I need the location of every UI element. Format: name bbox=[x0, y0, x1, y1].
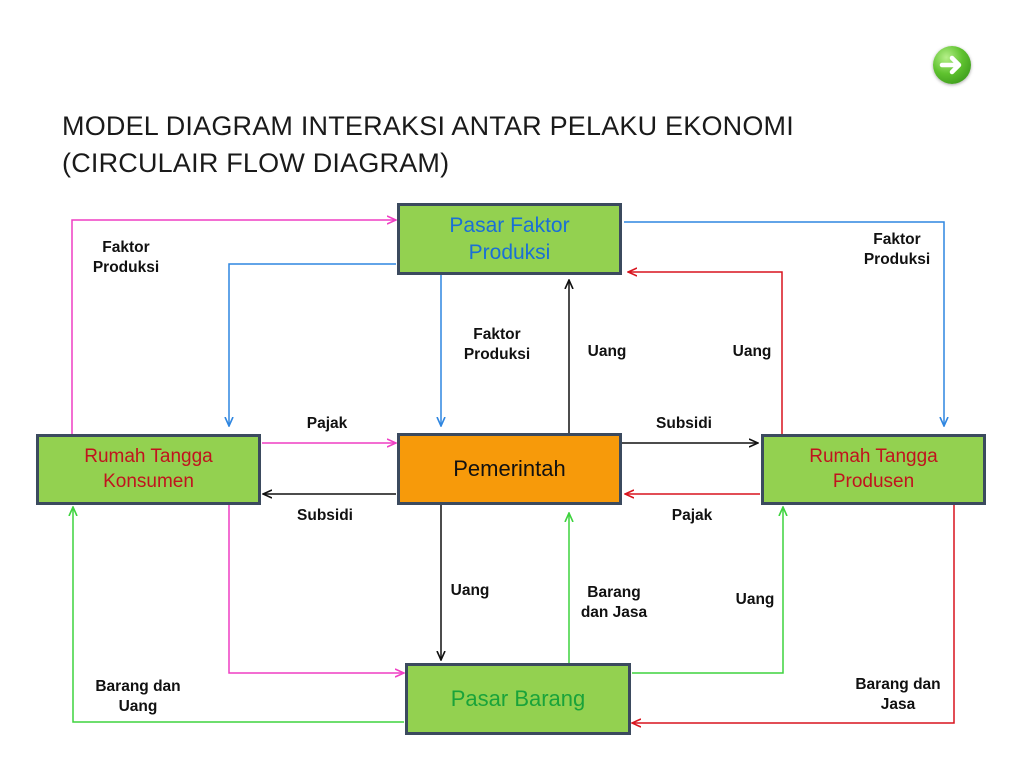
node-pasar-barang-label: Pasar Barang bbox=[450, 685, 586, 711]
label-pajak-right: Pajak bbox=[671, 507, 713, 524]
label-faktor-produksi-right: Faktor Produksi bbox=[863, 231, 931, 269]
arrow-pasar-barang-to-produsen bbox=[632, 507, 783, 674]
next-slide-button[interactable] bbox=[933, 46, 971, 84]
label-uang-center-top: Uang bbox=[587, 343, 627, 360]
page-title: MODEL DIAGRAM INTERAKSI ANTAR PELAKU EKO… bbox=[62, 108, 794, 182]
arrow-produsen-to-pasar-barang bbox=[632, 505, 955, 723]
node-rumah-tangga-konsumen: Rumah Tangga Konsumen bbox=[36, 434, 261, 505]
node-pemerintah-label: Pemerintah bbox=[453, 455, 566, 481]
node-rumah-tangga-konsumen-label: Rumah Tangga Konsumen bbox=[84, 445, 213, 492]
label-subsidi-right: Subsidi bbox=[656, 415, 712, 432]
arrow-pasar-faktor-to-konsumen bbox=[229, 263, 396, 426]
node-rumah-tangga-produsen: Rumah Tangga Produsen bbox=[761, 434, 986, 505]
label-pajak-left: Pajak bbox=[306, 415, 348, 432]
label-faktor-produksi-left: Faktor Produksi bbox=[92, 239, 160, 277]
arrow-konsumen-to-pasar-barang bbox=[228, 505, 404, 673]
node-pasar-barang: Pasar Barang bbox=[405, 663, 631, 735]
title-line-1: MODEL DIAGRAM INTERAKSI ANTAR PELAKU EKO… bbox=[62, 111, 794, 141]
label-uang-right-top: Uang bbox=[732, 343, 772, 360]
node-rumah-tangga-produsen-label: Rumah Tangga Produsen bbox=[809, 445, 938, 492]
label-uang-right-bottom: Uang bbox=[735, 591, 775, 608]
title-line-2: (CIRCULAIR FLOW DIAGRAM) bbox=[62, 148, 450, 178]
label-barang-dan-uang-left: Barang dan Uang bbox=[95, 678, 181, 716]
label-uang-center-bottom: Uang bbox=[450, 582, 490, 599]
label-faktor-produksi-center: Faktor Produksi bbox=[463, 326, 531, 364]
node-pasar-faktor-produksi-label: Pasar Faktor Produksi bbox=[449, 213, 570, 264]
node-pemerintah: Pemerintah bbox=[397, 433, 622, 505]
label-subsidi-left: Subsidi bbox=[297, 507, 353, 524]
arrow-pasar-faktor-to-produsen bbox=[624, 221, 944, 426]
arrow-konsumen-to-pasar-faktor bbox=[71, 220, 396, 435]
node-pasar-faktor-produksi: Pasar Faktor Produksi bbox=[397, 203, 622, 275]
arrow-produsen-to-pasar-faktor-uang bbox=[628, 272, 783, 435]
label-barang-dan-jasa-center: Barang dan Jasa bbox=[580, 584, 648, 622]
arrow-pasar-barang-to-konsumen bbox=[73, 507, 404, 723]
label-barang-dan-jasa-right: Barang dan Jasa bbox=[855, 676, 941, 714]
arrow-right-icon bbox=[939, 55, 962, 75]
